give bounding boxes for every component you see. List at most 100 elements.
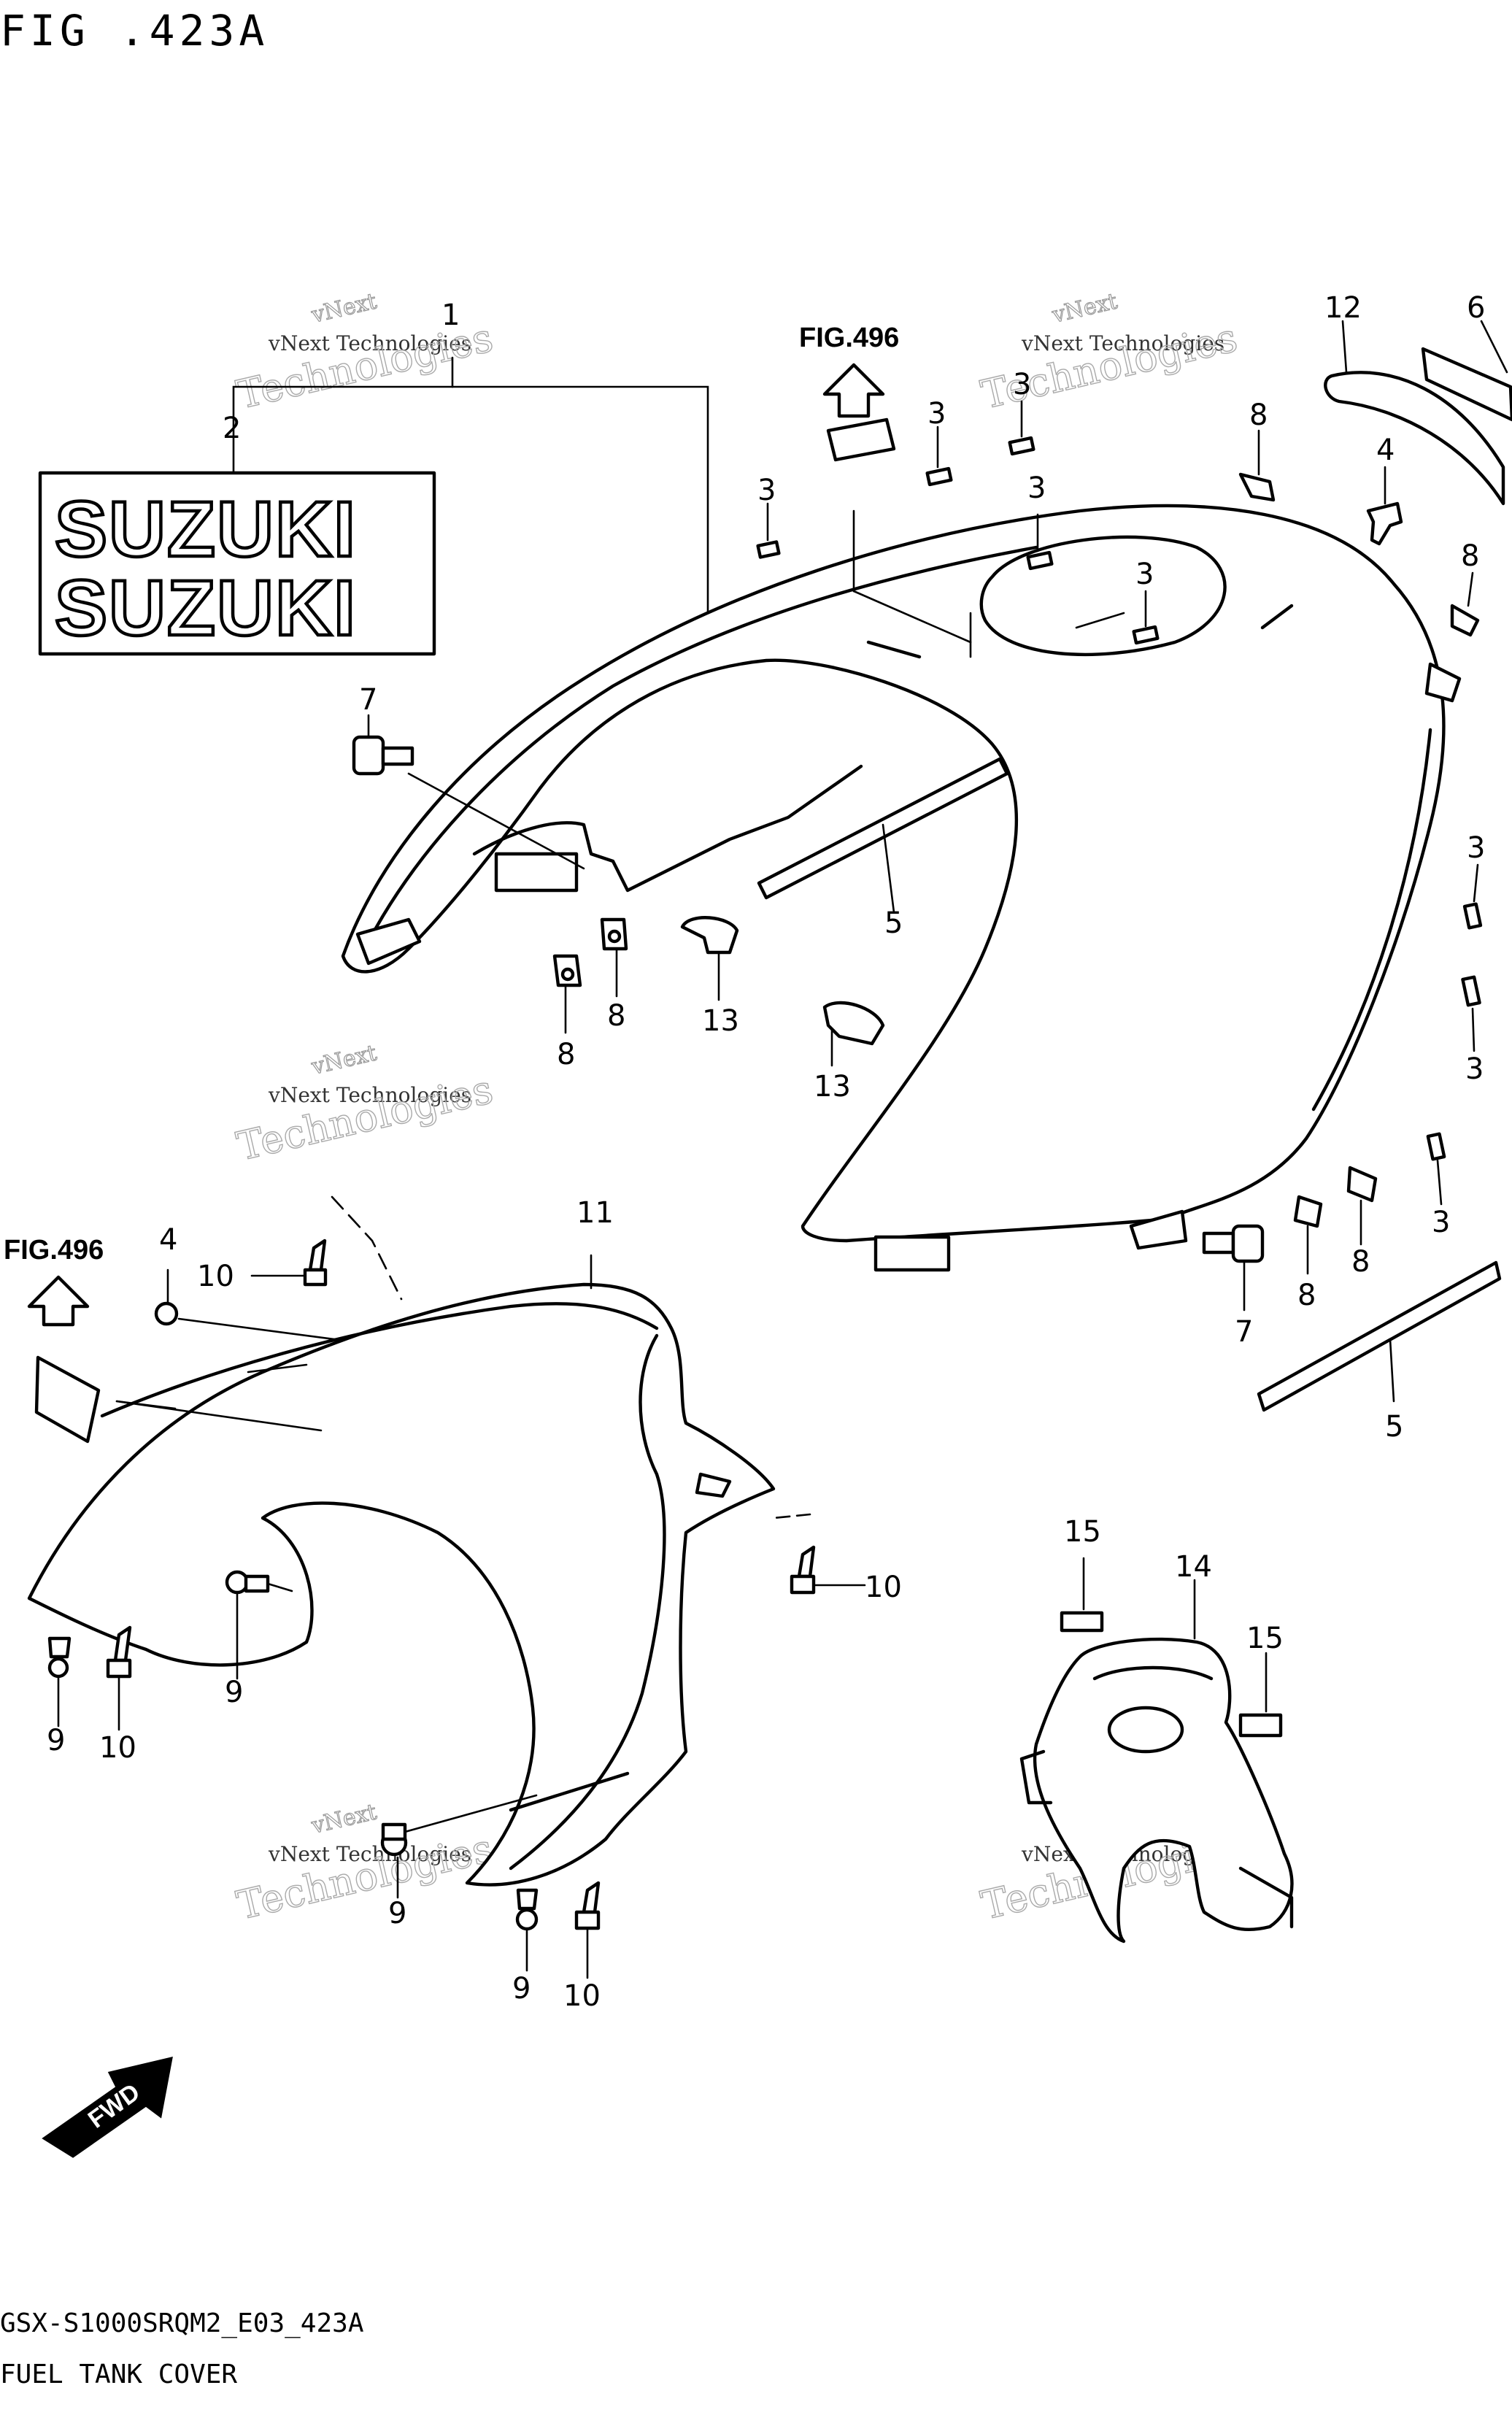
callout-10: 10 [197, 1260, 234, 1293]
tank-cover-inner-brace [472, 764, 863, 893]
callout-8: 8 [557, 1038, 575, 1071]
callout-14: 14 [1175, 1550, 1212, 1584]
part-14-bracket-left [1019, 1749, 1053, 1805]
tank-cover-tab-right [1129, 1209, 1188, 1250]
decal-set: SUZUKI SUZUKI [38, 356, 709, 656]
part-3-clip-4 [1026, 513, 1054, 571]
tank-cover-right-edge [1311, 728, 1432, 1112]
callout-8: 8 [1249, 398, 1268, 432]
part-3-clip-3 [1008, 400, 1035, 456]
callout-2: 2 [223, 412, 241, 445]
callout-3: 3 [1135, 558, 1154, 591]
callout-10: 10 [865, 1571, 902, 1604]
callout-8: 8 [1351, 1245, 1370, 1279]
callout-8: 8 [607, 999, 625, 1033]
callout-3: 3 [1432, 1206, 1450, 1239]
tank-cover-tab-bottom [873, 1235, 951, 1272]
part-13-clip-1 [680, 916, 739, 1001]
watermark-brand-big: Technologies [977, 315, 1241, 418]
part-10-screw-bottom [574, 1881, 601, 1979]
tank-cover-shell [341, 504, 1446, 1243]
callout-line-1 [451, 385, 709, 629]
callout-7: 7 [359, 683, 377, 717]
callout-15: 15 [1246, 1622, 1284, 1655]
fig-ref-left-label: FIG.496 [4, 1235, 104, 1266]
callout-3: 3 [1013, 368, 1031, 401]
figure-caption: FUEL TANK COVER [0, 2360, 237, 2389]
part-8-clip-6 [1346, 1166, 1378, 1246]
callout-9: 9 [388, 1897, 406, 1930]
fig-ref-top[interactable]: FIG.496 [799, 323, 899, 462]
tank-cover-tab-upper-right [1424, 662, 1462, 703]
tank-cover-crease-2 [866, 640, 922, 659]
callout-11: 11 [576, 1196, 614, 1230]
tank-cover-tab-left [355, 917, 422, 966]
watermark-brand-line: vNext Technologies [268, 1842, 471, 1866]
part-4-grommet-top [1366, 466, 1403, 546]
part-6-strip [1421, 320, 1512, 422]
callout-9: 9 [225, 1676, 243, 1709]
part-8-clip-4 [1450, 571, 1480, 637]
tank-cover-fuel-cap-recess [979, 535, 1227, 657]
part-8-clip-1 [552, 954, 582, 1034]
callout-4: 4 [1376, 434, 1395, 467]
fig496-leader-2 [852, 590, 972, 644]
part-10-screw-left [106, 1625, 132, 1731]
part-14-bracket-right [1238, 1866, 1294, 1929]
fuel-tank-cover [341, 504, 1462, 1272]
part-7-bolt-lower [1202, 1224, 1265, 1311]
part-8-clip-3 [1238, 429, 1276, 502]
watermark-brand-big: Technologies [233, 1066, 497, 1170]
callout-1: 1 [441, 298, 460, 332]
callout-3: 3 [1027, 471, 1046, 505]
fig-ref-top-patch [826, 417, 896, 462]
tank-cover-inner-left-ridge [363, 545, 1038, 951]
up-arrow-icon [822, 363, 885, 418]
watermark-brand-top: vNext [309, 1799, 379, 1839]
part-14-rim [1092, 1665, 1214, 1681]
part-9-clip-lower [515, 1888, 539, 1972]
part-9-clip-left [47, 1636, 72, 1727]
under-cover-tab [695, 1472, 732, 1498]
part-3-clip-5 [1132, 590, 1160, 645]
under-cover-crease-3 [509, 1771, 630, 1812]
part-14-inner-cover [1019, 1579, 1294, 1944]
callout-5: 5 [1385, 1410, 1403, 1444]
tank-cover-cap-detail [1075, 612, 1125, 629]
watermark-brand-line: vNext Technologies [1021, 331, 1224, 355]
watermark-brand-big: Technologies [233, 1825, 497, 1929]
callout-3: 3 [927, 397, 946, 431]
callout-9: 9 [512, 1972, 531, 2006]
watermark-bottom-left: vNext vNext Technologies Technologies [232, 1799, 498, 1930]
under-cover [27, 1254, 776, 1887]
watermark-brand-line: vNext Technologies [268, 1083, 471, 1107]
callout-5: 5 [884, 906, 903, 940]
part-12-cover [1324, 320, 1505, 506]
part-14-opening [1107, 1706, 1184, 1754]
callout-line-2 [232, 385, 454, 474]
fig-ref-left-patch [34, 1355, 101, 1444]
part-10-screw-right [772, 1513, 866, 1595]
model-code: GSX-S1000SRQM2_E03_423A [0, 2308, 364, 2338]
decal-frame [38, 471, 436, 656]
watermark-mid-left: vNext vNext Technologies Technologies [232, 1040, 498, 1171]
fig-ref-left[interactable]: FIG.496 [4, 1235, 177, 1444]
part-5-trim-lower [1257, 1260, 1502, 1412]
under-cover-crease-2 [247, 1363, 308, 1374]
callout-4: 4 [159, 1223, 177, 1257]
callout-15: 15 [1064, 1515, 1101, 1549]
part-3-clip-8 [1426, 1132, 1446, 1206]
callout-leader-5b [1389, 1338, 1395, 1403]
part-3-clip-7 [1461, 975, 1481, 1052]
callout-10: 10 [99, 1731, 136, 1765]
tank-cover-bracket [494, 852, 579, 893]
part-13-clip-2 [822, 1001, 885, 1067]
callout-12: 12 [1324, 291, 1362, 325]
up-arrow-icon [27, 1275, 90, 1327]
callout-3: 3 [757, 474, 776, 507]
callout-3: 3 [1465, 1052, 1484, 1086]
part-9-clip-bottom [380, 1794, 538, 1899]
callout-8: 8 [1297, 1279, 1316, 1312]
decal-logo-line-2: SUZUKI [55, 563, 357, 652]
callout-8: 8 [1461, 539, 1479, 573]
